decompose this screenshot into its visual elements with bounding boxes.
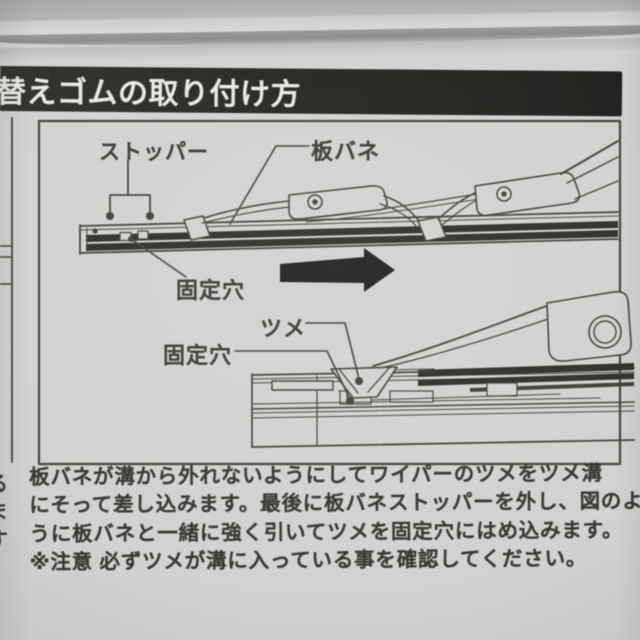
instruction-note-line: ※注意 必ずツメが溝に入っている事を確認してください。 xyxy=(29,547,588,575)
fixing-hole-lower-label: 固定穴 xyxy=(163,343,233,368)
leaf-spring-label: 板バネ xyxy=(311,139,381,164)
pivot-icon xyxy=(588,315,622,349)
rivet-icon xyxy=(496,186,512,202)
edge-text-fragment: ま xyxy=(0,496,9,526)
instruction-line-3: うに板バネと一緒に強く引いてツメを固定穴にはめ込みます。 xyxy=(29,518,624,546)
fixing-hole-upper-label: 固定穴 xyxy=(176,278,246,303)
instruction-line-2: にそって差し込みます。最後に板バネストッパーを外し、図のよ xyxy=(29,490,640,518)
wiper-tip-closeup xyxy=(251,304,635,448)
adjacent-panel-edge xyxy=(0,117,13,463)
claw-marker xyxy=(305,322,363,385)
instruction-text: 板バネが溝から外れないようにしてワイパーのツメをツメ溝 にそって差し込みます。最… xyxy=(29,460,640,578)
edge-text-fragment: る xyxy=(0,468,9,498)
stopper-bracket xyxy=(106,159,154,220)
stopper-label: ストッパー xyxy=(99,141,209,164)
direction-arrow-icon xyxy=(280,248,395,292)
fixing-hole-marker-lower xyxy=(234,350,354,405)
edge-text-fragment: す xyxy=(0,524,9,554)
wiper-arm-endcap xyxy=(546,290,632,362)
instruction-line-1: 板バネが溝から外れないようにしてワイパーのツメをツメ溝 xyxy=(29,461,603,489)
wiper-blade-side-view xyxy=(79,140,619,255)
leaf-spring-leader xyxy=(229,145,310,225)
claw-label: ツメ xyxy=(260,316,307,341)
fixing-hole-marker-upper xyxy=(128,236,187,278)
rivet-icon xyxy=(307,194,323,210)
